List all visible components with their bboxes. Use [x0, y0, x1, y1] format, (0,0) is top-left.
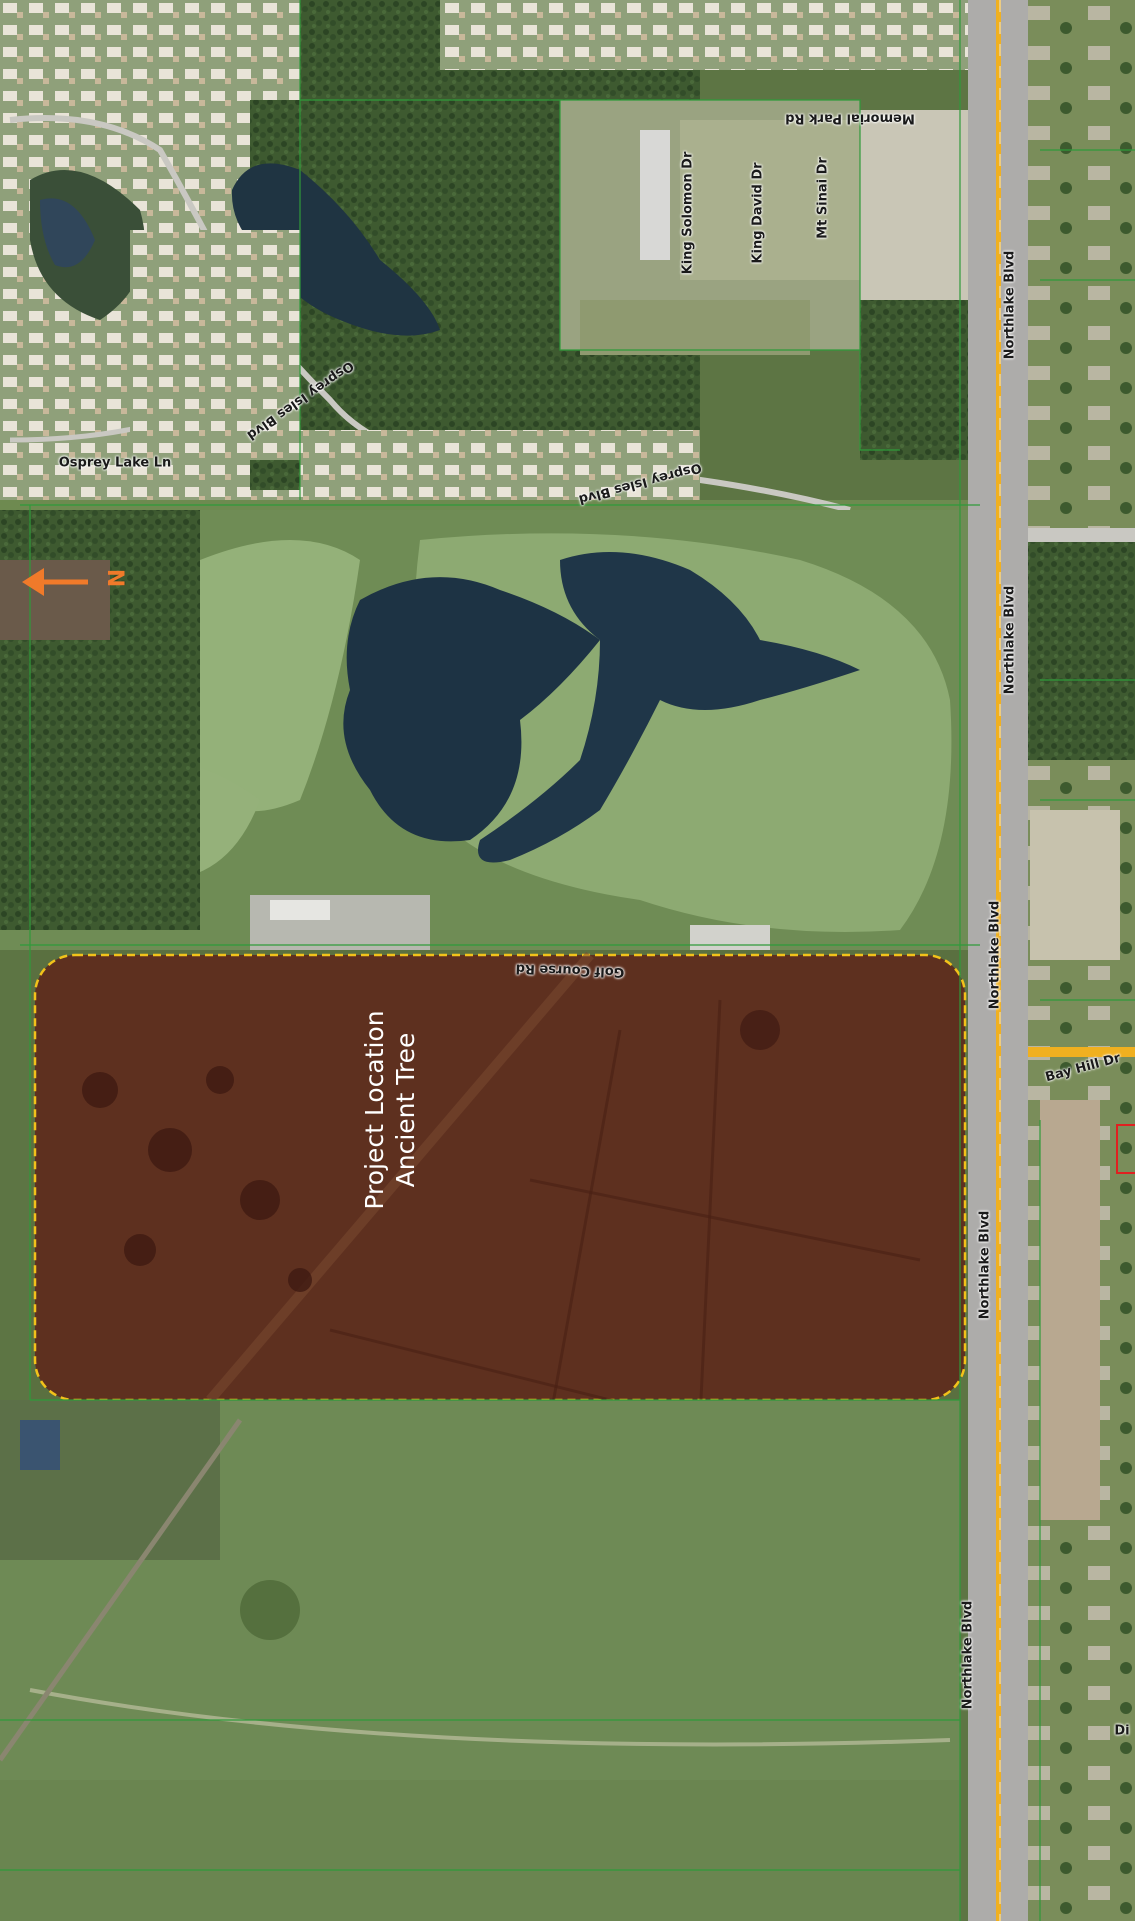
road-label-northlake-blvd-4: Northlake Blvd [977, 1210, 993, 1320]
road-label-osprey-lake-ln: Osprey Lake Ln [58, 455, 172, 471]
north-label: N [105, 568, 131, 588]
project-area-boundary[interactable] [33, 953, 967, 1402]
road-label-northlake-blvd-3: Northlake Blvd [987, 900, 1003, 1010]
parcel-marker[interactable] [1116, 1124, 1135, 1174]
project-location-label: Project Location Ancient Tree [359, 980, 421, 1240]
project-label-line-2: Ancient Tree [391, 1032, 420, 1188]
road-label-northlake-blvd-5: Northlake Blvd [960, 1600, 976, 1710]
road-label-partial: Di [1114, 1723, 1130, 1739]
road-label-king-david-dr: King David Dr [750, 162, 766, 264]
north-arrow-icon [22, 568, 88, 596]
project-label-line-1: Project Location [360, 1010, 389, 1210]
road-label-mt-sinai-dr: Mt Sinai Dr [815, 157, 831, 239]
road-label-northlake-blvd-1: Northlake Blvd [1002, 250, 1018, 360]
road-label-memorial-park-rd: Memorial Park Rd [785, 110, 915, 126]
road-label-northlake-blvd-2: Northlake Blvd [1002, 585, 1018, 695]
road-label-king-solomon-dr: King Solomon Dr [680, 151, 696, 275]
